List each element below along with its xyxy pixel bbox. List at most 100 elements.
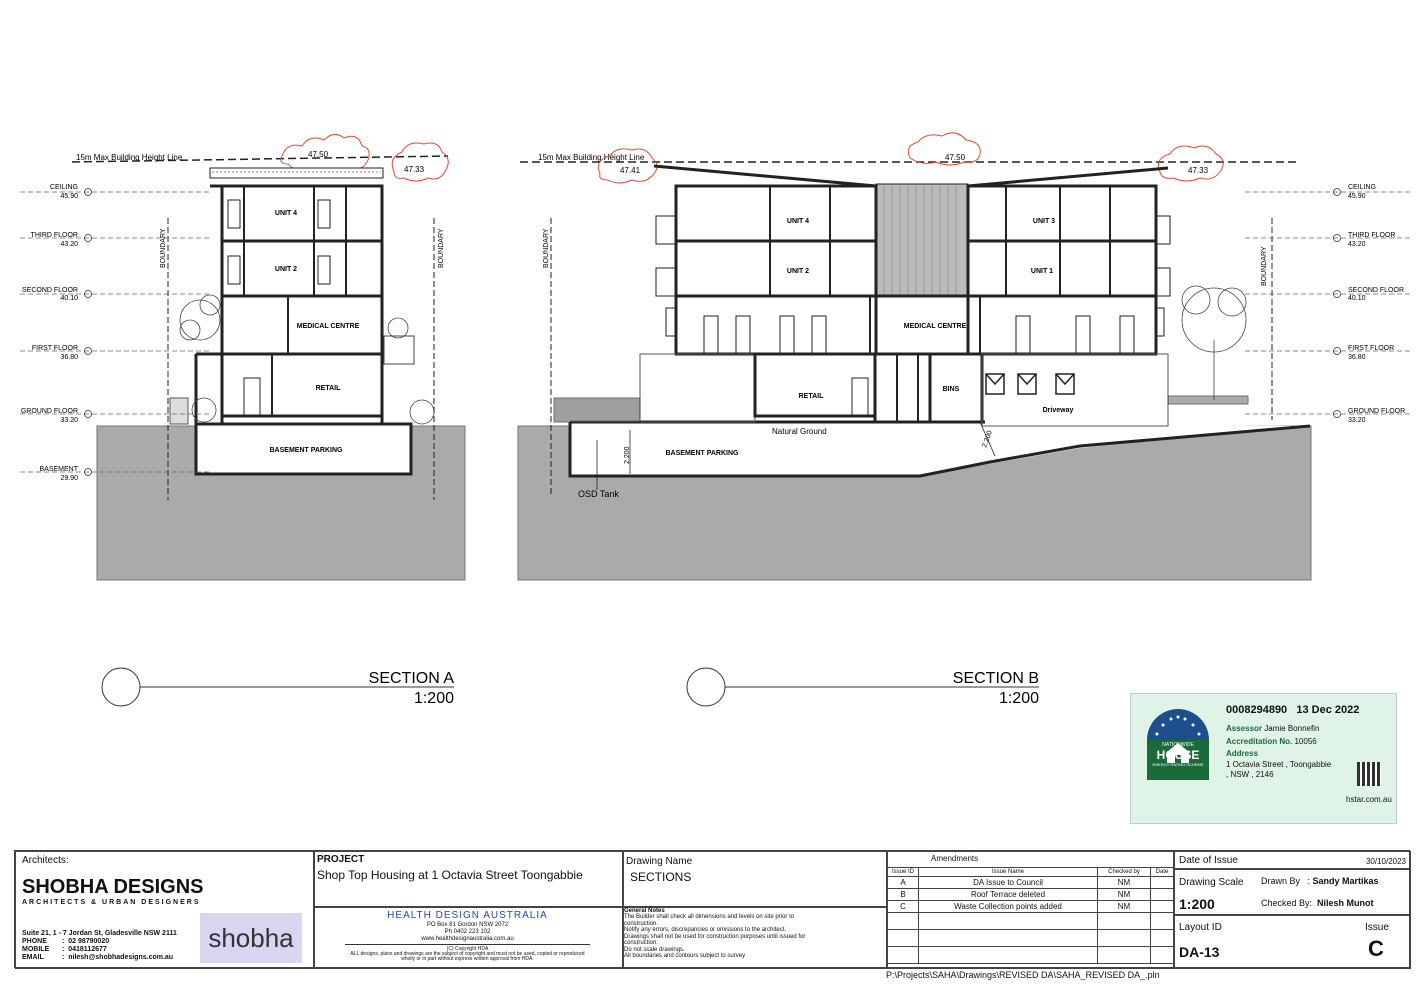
address-line-2: , NSW , 2146	[1226, 770, 1274, 779]
section-b-height-line-label: 15m Max Building Height Line	[538, 153, 645, 162]
amend-id: C	[887, 900, 919, 913]
shobha-logo: shobha	[200, 913, 302, 963]
section-b-room-driveway: Driveway	[1043, 407, 1074, 414]
section-a-room-unit2: UNIT 2	[275, 266, 297, 273]
hda-notice: ALL designs, plans and drawings are the …	[350, 951, 585, 962]
section-b-room-unit1: UNIT 1	[1031, 268, 1053, 275]
section-a-level-ceiling-rl: 45.90	[60, 193, 78, 200]
drawn-by: Sandy Martikas	[1312, 876, 1379, 886]
section-a-scale: 1:200	[414, 690, 454, 707]
phone-label: PHONE	[22, 938, 47, 945]
general-notes-cell: General Notes The Builder shall check al…	[623, 907, 887, 969]
star-rating-icon	[1147, 709, 1209, 780]
section-a-level-basement-rl: 29.90	[60, 475, 78, 482]
amend-date	[1150, 876, 1174, 889]
drawing-name-label: Drawing Name	[626, 856, 693, 867]
general-note-2: construction.	[624, 920, 659, 927]
hda-copyright: (C) Copyright HDA	[446, 946, 489, 952]
amendments-cell: Amendments Issue ID Issue Name Checked b…	[887, 851, 1174, 969]
amend-checked: NM	[1097, 888, 1151, 901]
section-b-cloud-2: 47.50	[945, 153, 966, 162]
section-b-room-retail: RETAIL	[799, 393, 824, 400]
amendment-row: C Waste Collection points added NM	[887, 900, 1174, 913]
general-note-4: Drawings shall not be used for construct…	[624, 933, 806, 940]
section-b-level-second-name: SECOND FLOOR	[1348, 287, 1404, 294]
email-label: EMAIL	[22, 954, 44, 961]
amend-checked: NM	[1097, 876, 1151, 889]
drawing-scale-label: Drawing Scale	[1179, 877, 1244, 888]
section-a-level-second-name: SECOND FLOOR	[22, 287, 78, 294]
section-a-level-ground-name: GROUND FLOOR	[21, 408, 78, 415]
section-b-level-second-rl: 40.10	[1348, 295, 1366, 302]
firm-tagline: ARCHITECTS & URBAN DESIGNERS	[22, 899, 201, 906]
amendments-table: Issue ID Issue Name Checked by Date A DA…	[887, 867, 1174, 964]
section-a-level-third-name: THIRD FLOOR	[31, 232, 78, 239]
checked-by: Nilesh Munot	[1317, 898, 1374, 908]
logo-main-text: HOUSE	[1156, 748, 1200, 762]
section-b-room-bins: BINS	[943, 386, 960, 393]
section-b-scale: 1:200	[999, 690, 1039, 707]
section-b-natural-ground: Natural Ground	[772, 427, 827, 436]
amend-checked: NM	[1097, 900, 1151, 913]
assessor-name: Jamie Bonnefin	[1264, 724, 1320, 733]
hda-cell: HEALTH DESIGN AUSTRALIA PO Box 81 Gordon…	[314, 907, 623, 969]
section-b-room-unit3: UNIT 3	[1033, 218, 1055, 225]
layout-cell: Layout ID DA-13 Issue C	[1174, 915, 1411, 969]
architect-cell: Architects: SHOBHA DESIGNS ARCHITECTS & …	[15, 851, 314, 969]
amend-name: Waste Collection points added	[918, 900, 1098, 913]
section-a-level-ceiling-name: CEILING	[50, 184, 78, 191]
section-a-room-retail: RETAIL	[316, 385, 341, 392]
section-b-osd-tank: OSD Tank	[578, 489, 619, 499]
section-a-boundary-right: BOUNDARY	[438, 228, 445, 268]
drawn-by-label: Drawn By	[1261, 876, 1301, 886]
section-a-room-medical: MEDICAL CENTRE	[297, 323, 360, 330]
certificate-number: 0008294890	[1226, 704, 1288, 716]
drawing-name-cell: Drawing Name SECTIONS	[623, 851, 887, 907]
section-b-level-first-rl: 36.80	[1348, 354, 1366, 361]
section-b-level-first-name: FIRST FLOOR	[1348, 345, 1394, 352]
amend-header-date: Date	[1150, 867, 1174, 877]
amend-date	[1150, 900, 1174, 913]
section-a-marker	[101, 667, 141, 707]
project-cell: PROJECT Shop Top Housing at 1 Octavia St…	[314, 851, 623, 907]
assessor-label: Assessor	[1226, 724, 1263, 733]
section-b-level-third-name: THIRD FLOOR	[1348, 232, 1395, 239]
house-logo	[1145, 708, 1211, 780]
section-a-basement	[194, 422, 413, 476]
email: nilesh@shobhadesigns.com.au	[68, 954, 174, 961]
amend-header-name: Issue Name	[918, 867, 1098, 877]
section-b-dim-1: 2.200	[624, 446, 631, 464]
hda-phone: Ph 0402 223 102	[444, 929, 491, 935]
general-notes-label: General Notes	[624, 908, 665, 914]
amend-date	[1150, 888, 1174, 901]
general-note-5: construction.	[624, 940, 659, 946]
section-a-level-ground-rl: 33.20	[60, 417, 78, 424]
mobile-label: MOBILE	[22, 946, 50, 953]
file-path: P:\Projects\SAHA\Drawings\REVISED DA\SAH…	[886, 970, 1160, 980]
general-note-3: Notify any errors, discrepancies or omis…	[624, 927, 787, 933]
section-b-level-ground-rl: 33.20	[1348, 417, 1366, 424]
section-b-room-unit2: UNIT 2	[787, 268, 809, 275]
amend-name: DA Issue to Council	[918, 876, 1098, 889]
section-a-level-basement-name: BASEMENT	[39, 466, 78, 473]
section-a-level-third-rl: 43.20	[60, 241, 78, 248]
drawing-name: SECTIONS	[630, 870, 692, 884]
section-b-level-ceiling-name: CEILING	[1348, 184, 1376, 191]
section-b-level-ground-name: GROUND FLOOR	[1348, 408, 1405, 415]
amendment-row: B Roof Terrace deleted NM	[887, 888, 1174, 901]
amend-id: A	[887, 876, 919, 889]
hda-web: www.healthdesignaustralia.com.au	[421, 936, 514, 942]
scale-cell: Drawing Scale 1:200 Drawn By : Sandy Mar…	[1174, 869, 1411, 915]
firm-address: Suite 21, 1 - 7 Jordan St, Gladesville N…	[22, 930, 177, 937]
logo-top-text: NATIONWIDE	[1162, 742, 1194, 748]
project-label: PROJECT	[317, 854, 365, 865]
section-b-level-ceiling-rl: 45.90	[1348, 193, 1366, 200]
project-name: Shop Top Housing at 1 Octavia Street Too…	[317, 868, 583, 882]
section-b-room-unit4: UNIT 4	[787, 218, 809, 225]
checked-by-label: Checked By:	[1261, 898, 1313, 908]
general-note-7: All boundaries and contours subject to s…	[624, 953, 746, 959]
date-of-issue-label: Date of Issue	[1179, 855, 1238, 866]
section-b-boundary-left: BOUNDARY	[543, 228, 550, 268]
section-a-level-second-rl: 40.10	[60, 295, 78, 302]
